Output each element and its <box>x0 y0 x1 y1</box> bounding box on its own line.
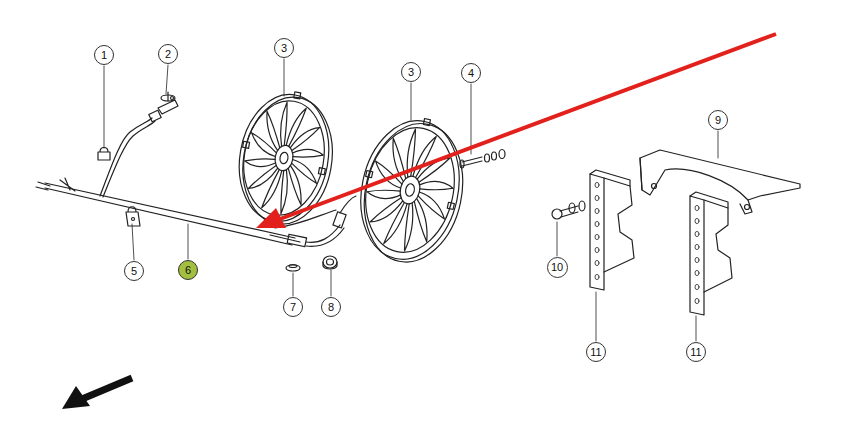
callout-number: 8 <box>321 297 341 317</box>
fan-drawings <box>229 84 476 271</box>
callout-label: 10 <box>551 262 563 273</box>
callout-number: 11 <box>586 342 606 362</box>
direction-arrow <box>62 378 132 409</box>
callout-number: 2 <box>158 44 178 64</box>
callout-number: 4 <box>461 63 481 83</box>
callout-label: 7 <box>290 302 296 313</box>
callout-label: 8 <box>328 302 334 313</box>
callout-label: 2 <box>165 49 171 60</box>
callout-label: 4 <box>468 68 474 79</box>
callout-number: 6 <box>178 260 198 280</box>
leader-lines <box>104 59 718 341</box>
callout-label: 3 <box>281 43 287 54</box>
callout-label: 5 <box>131 266 137 277</box>
callout-number: 7 <box>283 297 303 317</box>
callout-label: 6 <box>185 265 191 276</box>
callout-label: 1 <box>101 50 107 61</box>
callout-label: 11 <box>690 347 701 358</box>
callout-number: 11 <box>686 342 706 362</box>
wiring-harness <box>36 92 800 315</box>
callout-number: 3 <box>274 38 294 58</box>
callout-number: 9 <box>708 110 728 130</box>
callout-label: 3 <box>408 67 414 78</box>
callout-number: 10 <box>547 257 568 278</box>
callout-number: 5 <box>124 261 144 281</box>
pointer-arrow <box>256 34 776 228</box>
callout-number: 1 <box>94 45 114 65</box>
callout-label: 11 <box>590 347 601 358</box>
callout-number: 3 <box>401 62 421 82</box>
callout-label: 9 <box>715 115 721 126</box>
